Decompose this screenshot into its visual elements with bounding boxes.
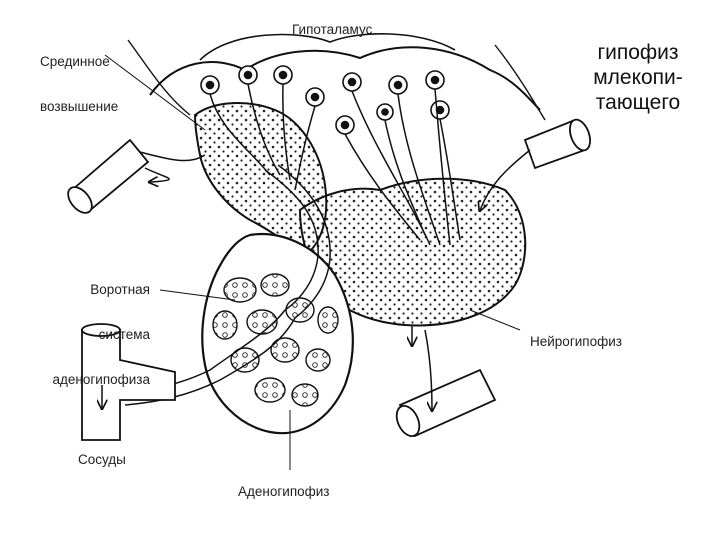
- label-portal-system: Воротная система аденогипофиза: [52, 282, 151, 387]
- vessel-lower-left: [81, 323, 176, 441]
- label-hypothalamus: Гипоталамус: [292, 22, 373, 37]
- title-line: гипофиз: [597, 41, 679, 64]
- slide-title: гипофиз млекопи- тающего: [578, 40, 698, 115]
- label-vessels: Сосуды: [78, 452, 126, 467]
- title-line: млекопи-: [593, 66, 683, 89]
- label-adenohypophysis: Аденогипофиз: [238, 484, 330, 499]
- title-line: тающего: [595, 91, 681, 114]
- leader-lines: [104, 54, 521, 470]
- artery-right: [523, 118, 591, 170]
- label-median-eminence: Срединное возвышение: [40, 54, 119, 114]
- hypothalamus-outline: [149, 46, 541, 111]
- artery-left: [67, 138, 150, 214]
- axon-tracts: [209, 83, 461, 246]
- label-neurohypophysis: Нейрогипофиз: [530, 334, 622, 349]
- median-eminence-region: [193, 102, 328, 257]
- vein-lower-right: [395, 368, 497, 438]
- adenohypophysis-cell-clusters: [212, 273, 339, 407]
